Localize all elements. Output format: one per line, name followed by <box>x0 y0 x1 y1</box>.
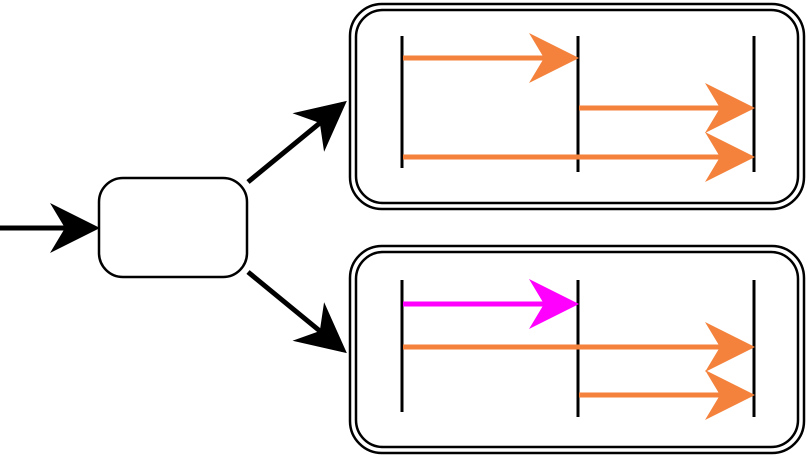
source-node <box>97 176 249 279</box>
panel-bottom <box>348 244 806 455</box>
panel-bottom-inner-border <box>354 250 800 449</box>
branch-arrow-top <box>246 100 347 184</box>
panel-top <box>348 2 806 211</box>
panel-top-inner-border <box>354 8 800 205</box>
branch-arrow-bottom <box>246 270 347 354</box>
